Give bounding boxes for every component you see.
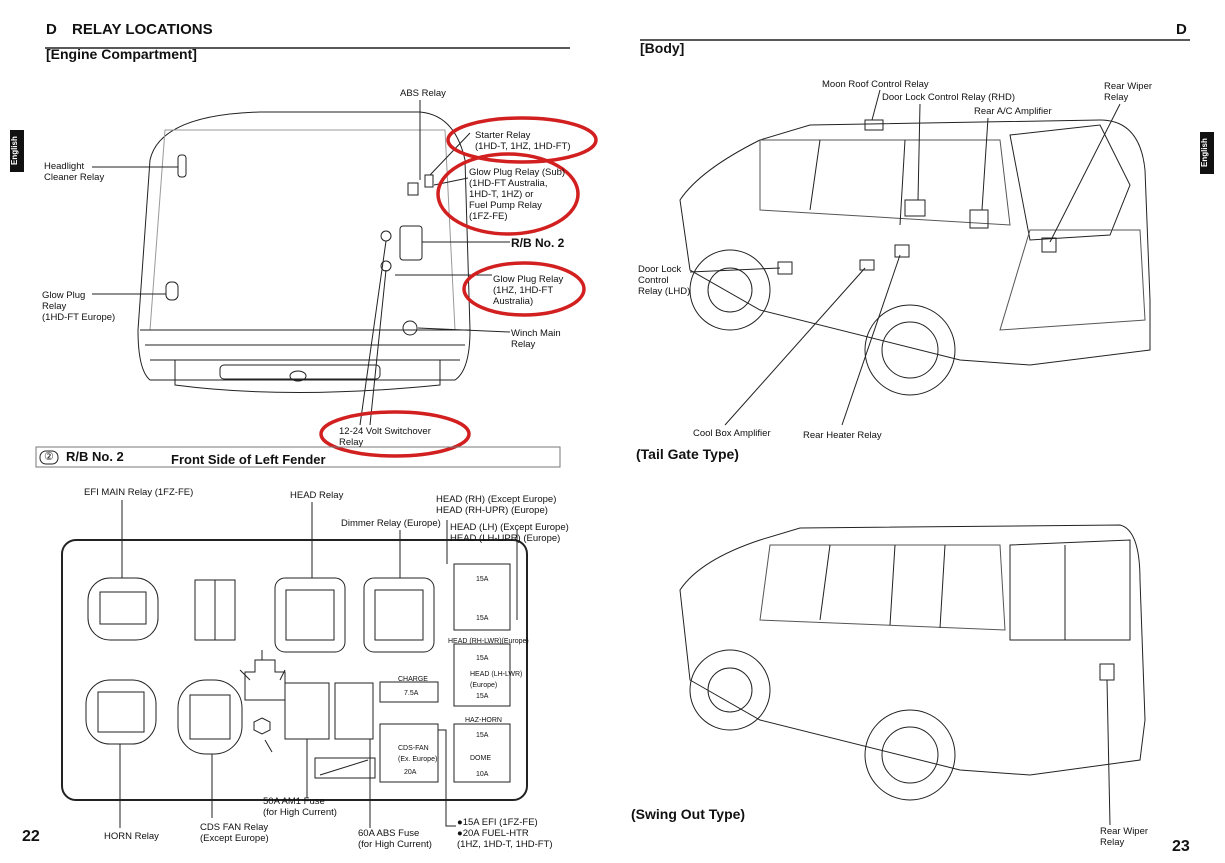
swing-out-type: (Swing Out Type) [631,806,746,822]
switchover-relay-label: 12-24 Volt Switchover Relay [339,426,431,448]
dome-label: DOME [470,755,491,762]
head-relay-label: HEAD Relay [290,490,344,501]
door-lock-rhd-label: Door Lock Control Relay (RHD) [882,92,1016,103]
winch-main-label: Winch Main Relay [511,328,561,350]
fuse-20a: 20A [404,769,417,776]
fuse-15a-2: 15A [476,615,489,622]
engine-compartment-subtitle: [Engine Compartment] [46,46,197,62]
abs-relay-label: ABS Relay [400,88,446,99]
moon-roof-label: Moon Roof Control Relay [822,79,929,90]
glow-plug-main-label: Glow Plug Relay (1HZ, 1HD-FT Australia) [493,274,564,307]
rear-heater-label: Rear Heater Relay [803,430,882,441]
headlight-cleaner-label: Headlight Cleaner Relay [44,161,105,183]
rb-header-location: Front Side of Left Fender [171,452,326,467]
am1-fuse-label: 50A AM1 Fuse (for High Current) [263,796,337,818]
head-lh-label: HEAD (LH) (Except Europe) HEAD (LH-UPR) … [450,522,569,544]
head-rh-label: HEAD (RH) (Except Europe) HEAD (RH-UPR) … [436,494,557,516]
dimmer-relay-label: Dimmer Relay (Europe) [341,518,441,529]
head-lh-lwr-label: HEAD (LH-LWR) (Europe) [470,671,523,689]
glow-plug-sub-label: Glow Plug Relay (Sub) (1HD-FT Australia,… [469,167,566,222]
efi15-fuse-label: ●15A EFI (1FZ-FE) ●20A FUEL-HTR (1HZ, 1H… [457,817,553,850]
cds-fan-label: CDS-FAN (Ex. Europe) [398,745,438,763]
english-tab-right: English [1200,132,1214,174]
fuse-7-5a: 7.5A [404,690,419,697]
fuse-15a-3: 15A [476,655,489,662]
tail-gate-type: (Tail Gate Type) [636,446,739,462]
section-letter-right: D [1176,21,1187,38]
cds-fan-relay-label: CDS FAN Relay (Except Europe) [200,822,269,844]
charge-label: CHARGE [398,676,428,683]
vehicle-tailgate-drawing [679,119,1151,396]
rb2-label: R/B No. 2 [511,236,565,250]
page-number-right: 23 [1172,838,1190,855]
section-title: RELAY LOCATIONS [72,21,213,38]
door-lock-lhd-label: Door Lock Control Relay (LHD) [638,264,691,297]
glow-plug-europe-label: Glow Plug Relay (1HD-FT Europe) [42,290,116,323]
fuse-10a: 10A [476,771,489,778]
efi-main-label: EFI MAIN Relay (1FZ-FE) [84,487,194,498]
rb-header-title: R/B No. 2 [66,449,124,464]
horn-relay-label: HORN Relay [104,831,159,842]
cool-box-label: Cool Box Amplifier [693,428,771,439]
vehicle-swingout-drawing [679,524,1146,801]
relay-block-drawing [61,500,528,828]
page-number-left: 22 [22,828,40,845]
rear-wiper-label-2: Rear Wiper Relay [1100,826,1149,848]
abs60-fuse-label: 60A ABS Fuse (for High Current) [358,828,432,850]
head-rh-lwr-label: HEAD (RH-LWR)(Europe) [448,638,529,645]
rb-badge: ② [44,451,54,463]
fuse-15a-4: 15A [476,693,489,700]
fuse-15a-1: 15A [476,576,489,583]
section-letter-left: D [46,21,57,38]
body-subtitle: [Body] [640,40,685,56]
rear-wiper-label: Rear Wiper Relay [1104,81,1153,103]
rear-ac-label: Rear A/C Amplifier [974,106,1052,117]
starter-relay-label: Starter Relay (1HD-T, 1HZ, 1HD-FT) [475,130,571,152]
fuse-15a-5: 15A [476,732,489,739]
english-tab-left: English [10,130,24,172]
haz-horn-label: HAZ-HORN [465,717,502,724]
